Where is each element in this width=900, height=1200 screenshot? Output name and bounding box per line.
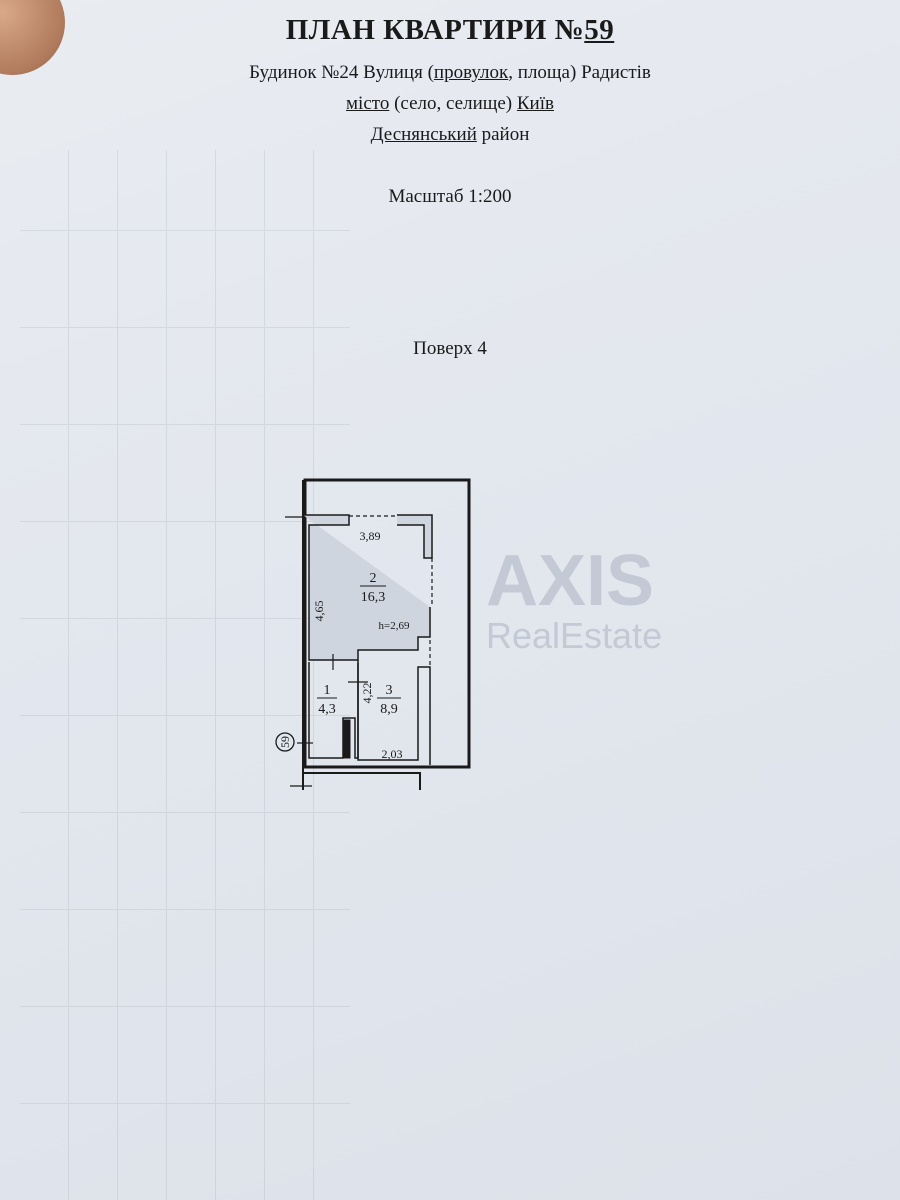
address-line-city: місто (село, селище) Київ	[0, 93, 900, 115]
watermark-sub: RealEstate	[486, 615, 662, 656]
text: район	[476, 124, 530, 145]
text: провулок	[433, 62, 509, 83]
dimension-left: 4,65	[312, 601, 326, 622]
dimension-middle: 4,22	[360, 683, 374, 704]
room-2-area: 16,3	[361, 590, 386, 605]
outer-wall	[303, 478, 471, 769]
text: Деснянський	[370, 124, 477, 145]
floor-label: Поверх 4	[413, 338, 487, 359]
text: , площа) Радистів	[508, 62, 651, 83]
address-line-district: Деснянський район	[0, 124, 900, 146]
room-1-area: 4,3	[318, 702, 336, 717]
text: (село, селище)	[389, 93, 517, 114]
room-3-number: 3	[386, 683, 393, 698]
scale-label: Масштаб 1:200	[388, 186, 512, 207]
text: Будинок №24 Вулиця (	[249, 62, 434, 83]
background-table-bleedthrough	[20, 150, 350, 1200]
text: Київ	[516, 93, 554, 114]
page-title: ПЛАН КВАРТИРИ №59	[0, 14, 900, 47]
apartment-marker: 59	[278, 736, 292, 748]
dimension-bottom: 2,03	[382, 747, 403, 761]
watermark-brand: AXIS	[486, 541, 654, 621]
title-prefix: ПЛАН КВАРТИРИ №	[285, 14, 585, 46]
ceiling-height: h=2,69	[379, 620, 410, 632]
watermark-logo: AXIS RealEstate	[486, 541, 662, 656]
room-2-number: 2	[370, 571, 377, 586]
dimension-top: 3,89	[360, 529, 381, 543]
room-3-area: 8,9	[380, 702, 398, 717]
apartment-number: 59	[584, 14, 615, 46]
text: місто	[346, 93, 390, 114]
apartment-marker-circle	[275, 732, 295, 752]
room-1-number: 1	[324, 683, 331, 698]
address-line-building: Будинок №24 Вулиця (провулок, площа) Рад…	[0, 62, 900, 84]
